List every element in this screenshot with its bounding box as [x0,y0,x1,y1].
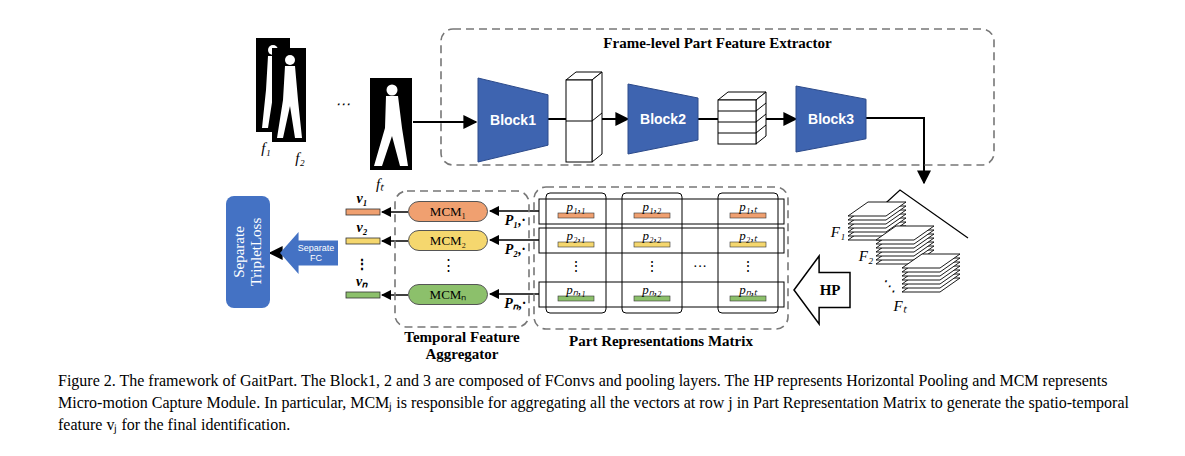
mcm-module: MCM₂ [408,230,488,251]
label: P₂,· [505,243,525,257]
label: Fₜ [893,299,906,314]
part-bar [634,213,670,218]
label: pₙ,ₜ [739,283,757,296]
node-label: Temporal Feature Aggregator [387,329,537,363]
part-bar [558,213,594,218]
label: p₂,₁ [567,229,586,242]
matrix-grid [539,193,784,313]
node-label: Frame-level Part Feature Extractor [440,35,995,52]
mcm-module: MCMₙ [408,284,488,305]
label: f₂ [295,151,304,166]
stack-slab [902,254,960,268]
mcm-module: MCM₁ [408,201,488,222]
label: vₙ [356,275,368,289]
label: p₁,₁ [567,200,586,213]
node-label: Separate TripletLoss [231,202,265,302]
feature-stacks [848,202,960,292]
part-bar [730,213,766,218]
label: ⋯ [335,97,350,112]
silhouette [370,78,412,170]
label: p₁,ₜ [739,200,756,213]
pooling-arrow: HP [793,255,851,325]
node-label: Part Representations Matrix [513,333,809,350]
label: p₂,ₜ [739,229,756,242]
conv-block: Block2 [628,84,698,154]
feature-map [718,92,766,144]
label: ⋮ [569,260,583,274]
output-arrow [866,118,924,183]
input-arrow [413,121,476,123]
label: ⋮ [355,258,369,272]
label: P₁,· [505,214,525,228]
part-bar [634,296,670,301]
label: pₙ,₂ [642,283,661,296]
aggregation-arrows [382,211,539,295]
label: v₂ [356,221,367,235]
label: ··· [693,260,707,274]
part-bar [730,296,766,301]
silhouette [272,48,306,142]
node-label: Block1 [478,112,548,128]
conv-block: Block3 [796,86,866,152]
node-label: MCM₂ [408,233,488,249]
label: fₜ [376,177,384,192]
node-label: Block2 [628,111,698,127]
part-bar [558,242,594,247]
label: v₁ [356,192,367,206]
label: p₂,₂ [643,229,662,242]
node-label: Separate FC [295,243,337,263]
label: F₂ [859,249,873,264]
part-bar [634,242,670,247]
label: pₙ,₁ [566,283,585,296]
output-vectors [346,209,380,298]
label: ⋮ [441,258,456,273]
conv-block: Block1 [478,78,548,162]
label: Pₙ,· [504,297,526,311]
label: p₁,₂ [643,200,662,213]
figure-caption: Figure 2. The framework of GaitPart. The… [58,370,1133,436]
fc-arrow: Separate FC [280,232,338,274]
node-label: Block3 [796,111,866,127]
part-bars [558,213,766,301]
label: ⋮ [741,260,755,274]
node-label: MCMₙ [408,287,488,303]
label: ⋱ [881,279,896,294]
part-bar [558,296,594,301]
stack-slab [876,226,934,240]
node-label: MCM₁ [408,204,488,220]
feature-extractor-panel: Frame-level Part Feature ExtractorBlock1… [440,28,995,166]
connector [270,252,280,254]
label: f₁ [261,141,270,156]
label: F₁ [831,225,845,240]
part-bar [730,242,766,247]
node-label: HP [810,282,849,299]
label: ⋮ [645,260,659,274]
stack-slab [848,202,906,216]
feature-map [566,72,602,162]
loss-box: Separate TripletLoss [226,196,270,308]
